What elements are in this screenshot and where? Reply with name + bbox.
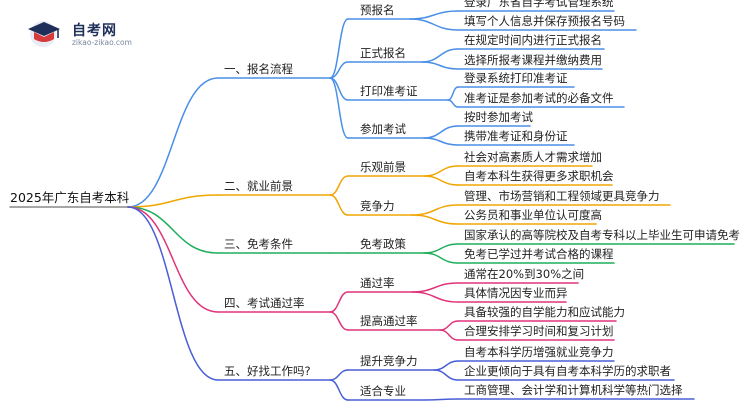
- branch-to-child-5-2: [329, 379, 349, 401]
- branch-label-4: 四、考试通过率: [224, 296, 305, 310]
- leaf-label-2-1-1: 社会对高素质人才需求增加: [464, 150, 602, 164]
- branch-to-child-5-1: [329, 369, 349, 381]
- leaf-label-5-2-1: 工商管理、会计学和计算机科学等热门选择: [464, 383, 683, 397]
- root-to-branch-1: [127, 77, 219, 208]
- leaf-label-1-2-2: 选择所报考课程并缴纳费用: [464, 53, 602, 67]
- child-to-leaf-1-3-1: [447, 86, 459, 101]
- graduation-cap-icon: [28, 21, 60, 47]
- branch-label-2: 二、就业前景: [224, 179, 293, 193]
- child-label-1-1: 预报名: [360, 3, 395, 17]
- child-label-4-1: 通过率: [360, 276, 395, 290]
- child-label-1-3: 打印准考证: [360, 84, 418, 98]
- child-label-2-2: 竞争力: [360, 199, 395, 213]
- child-to-leaf-1-4-1: [423, 125, 459, 139]
- leaf-label-4-1-2: 具体情况因专业而异: [464, 286, 568, 300]
- child-to-leaf-4-2-1: [439, 320, 459, 331]
- child-label-4-2: 提高通过率: [360, 314, 418, 328]
- site-logo[interactable]: 自考网 zikao-zikao.com: [22, 16, 142, 50]
- logo-name: 自考网: [72, 23, 117, 39]
- leaf-label-1-3-1: 登录系统打印准考证: [464, 71, 568, 85]
- branch-to-child-2-1: [329, 175, 349, 196]
- branch-to-child-1-2: [329, 61, 349, 79]
- leaf-label-1-1-2: 填写个人信息并保存预报名号码: [464, 14, 625, 28]
- leaf-label-4-1-1: 通常在20%到30%之间: [464, 267, 585, 281]
- leaf-label-1-4-1: 按时参加考试: [464, 110, 533, 124]
- leaf-label-2-2-2: 公务员和事业单位认可度高: [464, 208, 602, 222]
- root-node-label: 2025年广东自考本科: [10, 190, 130, 205]
- child-to-leaf-1-3-2: [447, 99, 459, 108]
- child-label-1-4: 参加考试: [360, 122, 406, 136]
- leaf-label-3-1-2: 免考已学过并考试合格的课程: [464, 247, 614, 261]
- leaf-label-1-4-2: 携带准考证和身份证: [464, 129, 568, 143]
- leaf-label-2-2-1: 管理、市场营销和工程领域更具竞争力: [464, 189, 660, 203]
- child-to-leaf-1-1-2: [409, 18, 459, 31]
- child-to-leaf-5-1-1: [433, 360, 459, 371]
- root-to-branch-4: [127, 206, 219, 313]
- child-to-leaf-1-2-2: [421, 61, 459, 70]
- leaf-label-5-1-2: 企业更倾向于具有自考本科学历的求职者: [464, 364, 671, 378]
- branch-to-child-4-1: [329, 291, 349, 313]
- leaf-label-1-1-1: 登录广东省自学考试管理系统: [464, 0, 614, 9]
- child-to-leaf-2-1-2: [423, 175, 459, 186]
- child-label-3-1: 免考政策: [360, 237, 406, 251]
- child-to-leaf-5-2-1: [423, 398, 459, 401]
- child-to-leaf-4-2-2: [439, 329, 459, 341]
- leaf-label-4-2-1: 具备较强的自学能力和应试能力: [464, 305, 625, 319]
- child-to-leaf-3-1-2: [423, 252, 459, 264]
- leaf-label-4-2-2: 合理安排学习时间和复习计划: [464, 324, 614, 338]
- leaf-label-3-1-1: 国家承认的高等院校及自考专科以上毕业生可申请免考: [464, 228, 740, 242]
- child-to-leaf-4-1-1: [411, 282, 459, 293]
- child-to-leaf-5-1-2: [433, 369, 459, 381]
- root-to-branch-5: [127, 206, 219, 381]
- root-to-branch-2: [127, 194, 219, 208]
- child-to-leaf-2-2-1: [411, 204, 459, 216]
- logo-domain: zikao-zikao.com: [72, 38, 132, 47]
- branch-to-child-2-2: [329, 194, 349, 216]
- branch-label-5: 五、好找工作吗?: [224, 364, 311, 378]
- leaf-label-5-1-1: 自考本科学历增强就业竞争力: [464, 345, 614, 359]
- child-to-leaf-1-4-2: [423, 137, 459, 146]
- child-label-2-1: 乐观前景: [360, 160, 406, 174]
- branch-label-3: 三、免考条件: [224, 237, 293, 251]
- leaf-label-1-3-2: 准考证是参加考试的必备文件: [464, 91, 614, 105]
- leaf-label-2-1-2: 自考本科生获得更多求职机会: [464, 169, 614, 183]
- branch-to-child-1-1: [329, 18, 349, 79]
- branch-label-1: 一、报名流程: [224, 62, 293, 76]
- child-label-1-2: 正式报名: [360, 46, 406, 60]
- child-label-5-2: 适合专业: [360, 384, 406, 398]
- child-to-leaf-4-1-2: [411, 291, 459, 303]
- leaf-label-1-2-1: 在规定时间内进行正式报名: [464, 33, 602, 47]
- branch-to-child-1-4: [329, 77, 349, 139]
- branch-to-child-4-2: [329, 311, 349, 331]
- child-to-leaf-2-2-2: [411, 214, 459, 225]
- child-label-5-1: 提升竞争力: [360, 354, 418, 368]
- child-to-leaf-1-2-1: [421, 48, 459, 63]
- child-to-leaf-3-1-1: [423, 243, 459, 254]
- child-to-leaf-2-1-1: [423, 165, 459, 177]
- child-to-leaf-1-1-1: [409, 10, 459, 20]
- root-to-branch-3: [127, 206, 219, 254]
